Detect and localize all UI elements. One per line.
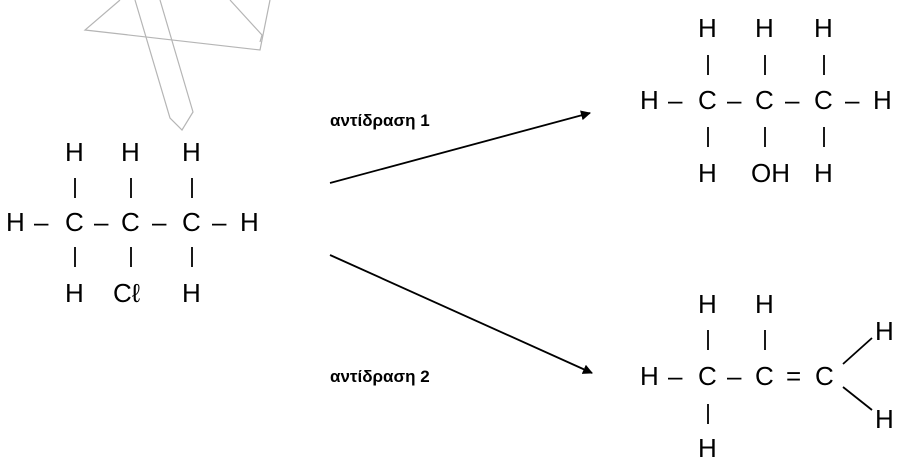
product1-bond-dash: – xyxy=(845,85,860,115)
product1-h-top-3: H xyxy=(814,13,833,43)
reactant-h-left: H xyxy=(6,207,25,237)
product2-bond-dash: – xyxy=(668,361,683,391)
reactant-c-1: C xyxy=(65,207,84,237)
product2-double-bond: = xyxy=(786,361,802,391)
product2-h-bottom-1: H xyxy=(698,433,717,463)
reactant-bond-dash: – xyxy=(34,207,49,237)
reactant-bond-dash: – xyxy=(94,207,109,237)
product1-h-top-2: H xyxy=(755,13,774,43)
product2-h-top-1: H xyxy=(698,289,717,319)
reaction-1-label: αντίδραση 1 xyxy=(330,111,430,130)
reactant-h-top-2: H xyxy=(121,137,140,167)
reactant-c-2: C xyxy=(121,207,140,237)
product1-bond-dash: – xyxy=(668,85,683,115)
product2-bond-diag-up xyxy=(842,337,873,365)
arrow-reaction-2 xyxy=(329,254,593,374)
product1-c-2: C xyxy=(755,85,774,115)
reactant-h-top-1: H xyxy=(65,137,84,167)
product2-h-top-2: H xyxy=(755,289,774,319)
product1-h-bottom-1: H xyxy=(698,158,717,188)
reactant-cl: Cℓ xyxy=(113,278,141,308)
reactant-h-bottom-3: H xyxy=(182,278,201,308)
reactant-h-right: H xyxy=(240,207,259,237)
reaction-2-label: αντίδραση 2 xyxy=(330,367,430,386)
product2-h-right-top: H xyxy=(875,316,894,346)
arrow-reaction-1 xyxy=(329,110,591,184)
product2-c-1: C xyxy=(698,361,717,391)
reactant-h-top-3: H xyxy=(182,137,201,167)
product1-bond-dash: – xyxy=(785,85,800,115)
product1-h-left: H xyxy=(640,85,659,115)
product1-c-3: C xyxy=(814,85,833,115)
product1-h-bottom-3: H xyxy=(814,158,833,188)
product2-c-2: C xyxy=(755,361,774,391)
product1-c-1: C xyxy=(698,85,717,115)
reactant-bond-dash: – xyxy=(152,207,167,237)
product1-h-right: H xyxy=(873,85,892,115)
product2-c-3: C xyxy=(815,361,834,391)
reactant-h-bottom-1: H xyxy=(65,278,84,308)
product1-oh: OH xyxy=(751,158,790,188)
product1-bond-dash: – xyxy=(727,85,742,115)
product2-h-right-bottom: H xyxy=(875,404,894,434)
reactant-bond-dash: – xyxy=(212,207,227,237)
product2-bond-diag-down xyxy=(842,386,873,411)
reactant-c-3: C xyxy=(182,207,201,237)
product2-h-left: H xyxy=(640,361,659,391)
product1-h-top-1: H xyxy=(698,13,717,43)
product2-bond-dash: – xyxy=(727,361,742,391)
